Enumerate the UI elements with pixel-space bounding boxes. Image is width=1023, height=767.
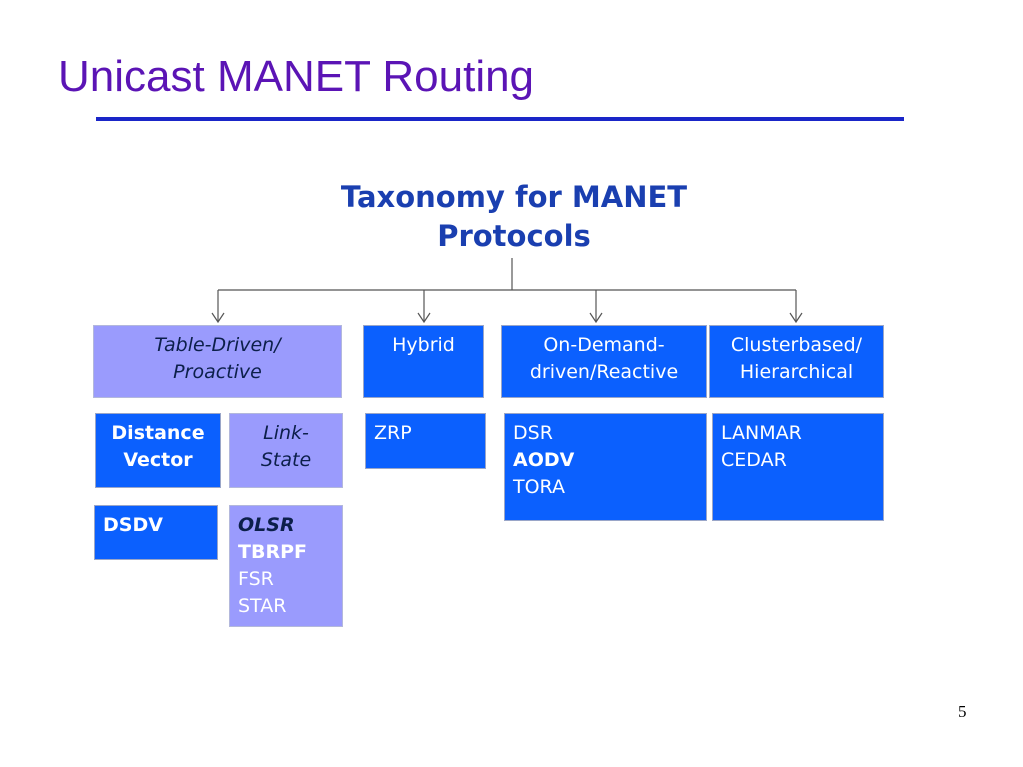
subcategory-distance-vector-line2: Vector — [123, 449, 193, 471]
arrowhead-on-demand — [589, 312, 603, 324]
taxonomy-heading-line2: Protocols — [437, 219, 591, 253]
category-clusterbased: Clusterbased/ Hierarchical — [709, 325, 884, 398]
protocol-fsr: FSR — [238, 568, 274, 590]
subcategory-distance-vector-line1: Distance — [111, 422, 205, 444]
category-table-driven: Table-Driven/ Proactive — [93, 325, 342, 398]
protocol-cedar: CEDAR — [721, 449, 787, 471]
taxonomy-heading: Taxonomy for MANET Protocols — [306, 178, 722, 256]
protocols-on-demand: DSR AODV TORA — [504, 413, 707, 521]
protocol-olsr: OLSR — [238, 514, 295, 536]
subcategory-link-state-line1: Link- — [263, 422, 309, 444]
category-on-demand-line2: driven/Reactive — [529, 361, 679, 383]
protocol-tbrpf: TBRPF — [238, 541, 307, 563]
protocols-hybrid: ZRP — [365, 413, 486, 469]
page-number: 5 — [958, 702, 967, 721]
arrowhead-clusterbased — [789, 312, 803, 324]
taxonomy-heading-line1: Taxonomy for MANET — [340, 180, 688, 214]
protocol-zrp: ZRP — [374, 422, 412, 444]
protocol-lanmar: LANMAR — [721, 422, 802, 444]
category-table-driven-line2: Proactive — [173, 361, 262, 383]
protocol-dsdv: DSDV — [103, 514, 163, 536]
category-on-demand-line1: On-Demand- — [543, 334, 665, 356]
protocol-star: STAR — [238, 595, 287, 617]
subcategory-link-state-line2: State — [260, 449, 312, 471]
protocols-distance-vector: DSDV — [94, 505, 218, 560]
title-underline — [96, 117, 904, 121]
category-hybrid-line1: Hybrid — [392, 334, 455, 356]
subcategory-link-state: Link- State — [229, 413, 343, 488]
slide-title: Unicast MANET Routing — [58, 52, 535, 101]
category-clusterbased-line1: Clusterbased/ — [730, 334, 863, 356]
category-hybrid: Hybrid — [363, 325, 484, 398]
category-clusterbased-line2: Hierarchical — [739, 361, 854, 383]
category-table-driven-line1: Table-Driven/ — [154, 334, 281, 356]
protocols-clusterbased: LANMAR CEDAR — [712, 413, 884, 521]
protocol-tora: TORA — [513, 476, 565, 498]
subcategory-distance-vector: Distance Vector — [95, 413, 221, 488]
arrowhead-hybrid — [417, 312, 431, 324]
category-on-demand: On-Demand- driven/Reactive — [501, 325, 707, 398]
protocol-aodv: AODV — [513, 449, 575, 471]
protocol-dsr: DSR — [513, 422, 553, 444]
arrowhead-table-driven — [211, 312, 225, 324]
protocols-link-state: OLSR TBRPF FSR STAR — [229, 505, 343, 627]
